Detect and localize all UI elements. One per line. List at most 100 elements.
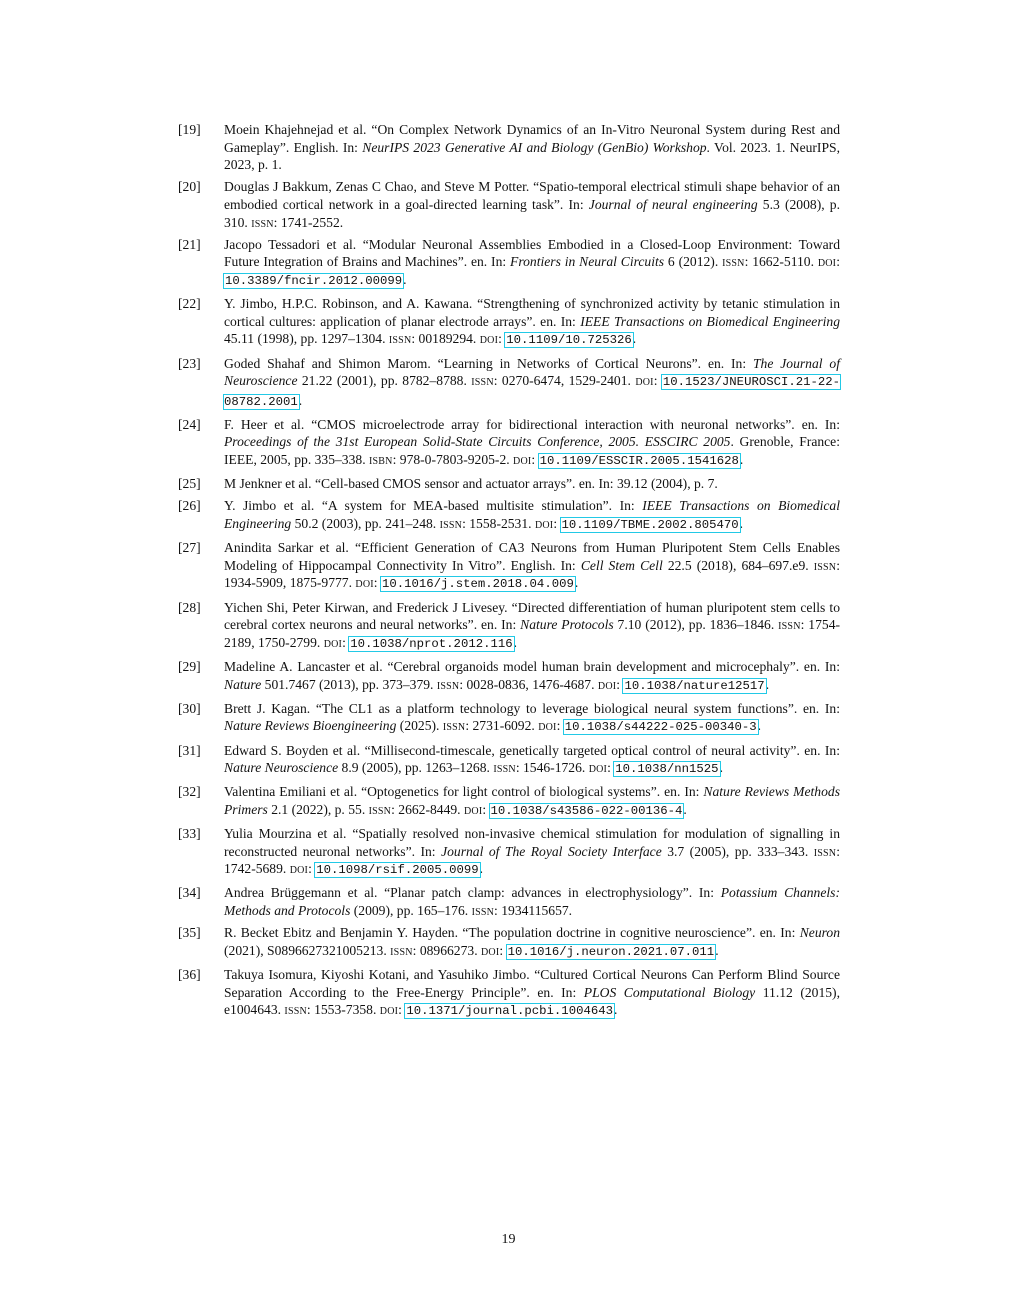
reference-list: [19] Moein Khajehnejad et al. “On Complex… [178, 121, 841, 1025]
reference-segment: M Jenkner et al. “Cell-based CMOS sensor… [224, 476, 718, 492]
doi-link[interactable]: 10.1016/j.neuron.2021.07.011 [505, 943, 717, 960]
reference-item: [28] Yichen Shi, Peter Kirwan, and Freder… [178, 599, 840, 654]
reference-segment: : 1742-5689. [224, 843, 840, 877]
doi-link[interactable]: 10.1038/s44222-025-00340-3 [562, 719, 759, 736]
reference-text: Andrea Brüggemann et al. “Planar patch c… [224, 885, 840, 918]
venue-title: IEEE Transactions on Biomedical Engineer… [580, 313, 840, 329]
reference-segment: . [719, 760, 723, 776]
reference-item: [20]Douglas J Bakkum, Zenas C Chao, and … [178, 178, 840, 231]
doi-link[interactable]: 10.1109/TBME.2002.805470 [559, 517, 741, 534]
identifier-label: issn [471, 373, 494, 389]
reference-item: [36] Takuya Isomura, Kiyoshi Kotani, and … [178, 966, 840, 1021]
reference-segment: Valentina Emiliani et al. “Optogenetics … [224, 784, 704, 800]
reference-segment: : [398, 1002, 406, 1018]
reference-segment: . [513, 634, 518, 650]
reference-segment: Yichen Shi, Peter Kirwan, and Frederick … [224, 599, 840, 633]
reference-segment: : 1662-5110. [744, 254, 818, 270]
reference-item: [27]Anindita Sarkar et al. “Efficient Ge… [178, 539, 840, 594]
reference-number: [36] [178, 967, 201, 983]
reference-segment: (2009), pp. 165–176. [350, 903, 472, 919]
reference-segment: 50.2 (2003), pp. 241–248. [291, 516, 440, 532]
reference-text: Yichen Shi, Peter Kirwan, and Frederick … [224, 599, 840, 652]
reference-item: [31]Edward S. Boyden et al. “Millisecond… [178, 742, 840, 779]
identifier-label: issn [251, 214, 274, 230]
venue-title: Frontiers in Neural Circuits [510, 254, 665, 270]
reference-segment: : 1553-7358. [306, 1002, 380, 1018]
identifier-label: issn [471, 903, 495, 919]
venue-title: Nature Reviews Bioengineering [224, 718, 397, 734]
identifier-label: doi [479, 331, 499, 347]
doi-link[interactable]: 10.1016/j.stem.2018.04.009 [379, 576, 576, 593]
identifier-label: issn [390, 942, 413, 958]
reference-segment: . [739, 516, 744, 532]
identifier-label: doi [635, 373, 654, 389]
reference-text: Moein Khajehnejad et al. “On Complex Net… [224, 122, 840, 172]
identifier-label: doi [513, 452, 532, 468]
identifier-label: doi [538, 718, 557, 734]
venue-title: Neuron [799, 925, 840, 941]
reference-segment: 45.11 (1998), pp. 1297–1304. [224, 331, 389, 347]
reference-segment: : 00189294. [411, 331, 480, 347]
identifier-label: issn [436, 676, 460, 692]
venue-title: PLOS Computational Biology [583, 984, 756, 1000]
reference-segment: . Grenoble, France: IEEE, 2005, pp. 335–… [224, 434, 840, 468]
doi-link[interactable]: 10.1109/ESSCIR.2005.1541628 [537, 453, 741, 470]
doi-link[interactable]: 10.1038/nature12517 [622, 677, 767, 694]
identifier-label: doi [817, 254, 837, 270]
reference-segment: 11.12 (2015), e1004643. [224, 984, 840, 1018]
doi-link[interactable]: 10.1038/s43586-022-00136-4 [488, 802, 685, 819]
reference-number: [25] [178, 476, 201, 492]
identifier-label: issn [493, 760, 516, 776]
reference-number: [28] [178, 599, 201, 615]
reference-segment: : 2731-6092. [465, 718, 539, 734]
reference-text: Y. Jimbo, H.P.C. Robinson, and A. Kawana… [224, 296, 840, 349]
venue-title: Nature Neuroscience [224, 760, 339, 776]
reference-segment: Jacopo Tessadori et al. “Modular Neurona… [224, 236, 840, 270]
reference-item: [22]Y. Jimbo, H.P.C. Robinson, and A. Ka… [178, 295, 840, 350]
reference-segment: : 08966273. [412, 942, 481, 958]
reference-segment: : [482, 801, 490, 817]
doi-link[interactable]: 10.1523/JNEUROSCI.21-22-08782.2001 [223, 374, 841, 410]
reference-text: R. Becket Ebitz and Benjamin Y. Hayden. … [224, 925, 840, 960]
reference-segment: Moein Khajehnejad et al. “On Complex Net… [224, 122, 840, 155]
doi-link[interactable]: 10.1098/rsif.2005.0099 [314, 862, 481, 879]
reference-segment: : 2662-8449. [391, 801, 464, 817]
reference-segment: Yulia Mourzina et al. “Spatially resolve… [224, 826, 840, 859]
doi-link[interactable]: 10.1371/journal.pcbi.1004643 [404, 1003, 615, 1020]
reference-text: Takuya Isomura, Kiyoshi Kotani, and Yasu… [224, 967, 840, 1020]
reference-segment: 7.10 (2012), pp. 1836–1846. [613, 617, 779, 633]
identifier-label: issn [439, 516, 463, 532]
reference-segment: : 1934-5909, 1875-9777. [224, 557, 841, 591]
reference-segment: . Vol. 2023. 1. NeurIPS, 2023, p. 1. [224, 139, 840, 173]
reference-segment: . [757, 718, 762, 734]
reference-segment: . [613, 1002, 618, 1018]
reference-segment: Brett J. Kagan. “The CL1 as a platform t… [224, 700, 840, 716]
doi-link[interactable]: 10.1038/nn1525 [613, 761, 721, 778]
reference-number: [19] [178, 122, 201, 137]
reference-segment: F. Heer et al. “CMOS microelectrode arra… [224, 416, 840, 432]
reference-text: F. Heer et al. “CMOS microelectrode arra… [224, 416, 840, 470]
reference-segment: . [683, 801, 687, 817]
reference-segment: : [553, 516, 561, 532]
reference-text: Valentina Emiliani et al. “Optogenetics … [224, 784, 840, 819]
reference-segment: Anindita Sarkar et al. “Efficient Genera… [224, 540, 840, 573]
reference-segment: : 1741-2552. [273, 214, 344, 230]
page-number: 19 [501, 1232, 516, 1247]
reference-number: [32] [178, 784, 201, 800]
doi-link[interactable]: 10.1109/10.725326 [504, 332, 634, 349]
doi-link[interactable]: 10.3389/fncir.2012.00099 [222, 272, 405, 289]
reference-segment: 8.9 (2005), pp. 1263–1268. [338, 760, 494, 776]
reference-segment: (2021), S0896627321005213. [224, 942, 391, 958]
identifier-label: issn [368, 801, 392, 817]
venue-title: NeurIPS 2023 Generative AI and Biology (… [362, 139, 707, 155]
reference-segment: : 978-0-7803-9205-2. [392, 452, 514, 468]
reference-item: [26]Y. Jimbo et al. “A system for MEA-ba… [178, 497, 840, 534]
doi-link[interactable]: 10.1038/nprot.2012.116 [348, 635, 515, 652]
reference-segment: 6 (2012). [664, 254, 723, 270]
identifier-label: doi [597, 676, 617, 692]
reference-segment: Douglas J Bakkum, Zenas C Chao, and Stev… [224, 179, 840, 212]
reference-text: Yulia Mourzina et al. “Spatially resolve… [224, 826, 840, 879]
identifier-label: issn [442, 718, 466, 734]
reference-segment: : 0028-0836, 1476-4687. [459, 676, 598, 692]
